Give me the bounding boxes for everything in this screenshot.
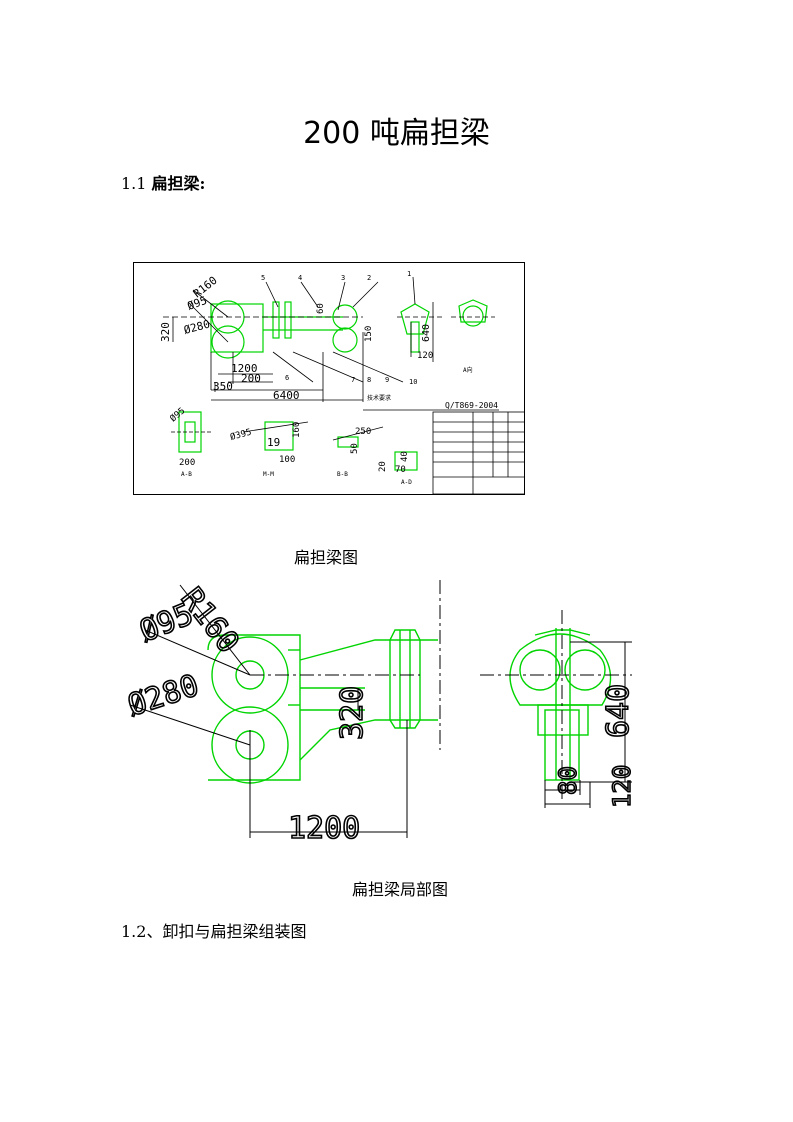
fig1-note-tech: 技术要求 bbox=[367, 394, 391, 402]
fig1-callout-3: 3 bbox=[341, 274, 345, 282]
figure-1-drawing: 5 4 3 2 1 6 7 8 9 10 R160 Ø95 Ø280 320 6… bbox=[133, 262, 525, 495]
fig1-dim-d95: Ø95 bbox=[186, 294, 209, 313]
fig2-dim-320: 320 bbox=[335, 686, 370, 740]
fig1-dim-6400: 6400 bbox=[273, 389, 300, 402]
fig2-dim-640: 640 bbox=[601, 684, 636, 738]
fig2-dim-80: 80 bbox=[554, 766, 582, 795]
fig1-dim-350: 350 bbox=[213, 380, 233, 393]
fig1-dim-160: 160 bbox=[292, 422, 302, 438]
fig1-dim-200: 200 bbox=[241, 372, 261, 385]
fig1-dim-40: 40 bbox=[400, 451, 410, 462]
fig1-callout-4: 4 bbox=[298, 274, 302, 282]
fig1-dim-19: 19 bbox=[267, 436, 280, 449]
fig1-callout-7: 7 bbox=[351, 376, 355, 384]
fig1-callout-10: 10 bbox=[409, 378, 417, 386]
section-1-label: 扁担梁: bbox=[151, 174, 206, 193]
fig1-dim-250: 250 bbox=[355, 427, 371, 437]
fig1-callout-8: 8 bbox=[367, 376, 371, 384]
section-1-number: 1.1 bbox=[121, 174, 147, 193]
fig1-dim-70: 70 bbox=[395, 465, 406, 475]
fig1-dim-640: 640 bbox=[421, 324, 432, 342]
fig1-dim-20: 20 bbox=[378, 461, 388, 472]
fig1-callout-6: 6 bbox=[285, 374, 289, 382]
section-1-heading: 1.1 扁担梁: bbox=[121, 170, 205, 194]
fig1-view-mm: M-M bbox=[263, 471, 274, 478]
figure-2-caption: 扁担梁局部图 bbox=[351, 880, 448, 899]
fig1-callout-9: 9 bbox=[385, 376, 389, 384]
fig1-callout-1: 1 bbox=[407, 270, 411, 278]
fig1-dim-200-b: 200 bbox=[179, 458, 195, 468]
fig1-view-ab: A-B bbox=[181, 471, 192, 478]
fig1-note-standard: Q/T869-2004 bbox=[445, 401, 498, 410]
fig1-callout-2: 2 bbox=[367, 274, 371, 282]
fig1-view-ad: A-D bbox=[401, 479, 412, 486]
fig2-dim-120: 120 bbox=[608, 765, 636, 808]
figure-1-caption: 扁担梁图 bbox=[293, 548, 358, 567]
section-2-heading: 1.2、卸扣与扁担梁组装图 bbox=[121, 922, 307, 941]
fig1-dim-d395: Ø395 bbox=[229, 427, 253, 443]
fig1-dim-320: 320 bbox=[159, 322, 172, 342]
fig1-callout-5: 5 bbox=[261, 274, 265, 282]
fig1-view-bb: B-B bbox=[337, 471, 348, 478]
document-title: 200 吨扁担梁 bbox=[303, 116, 490, 151]
fig2-dim-1200: 1200 bbox=[288, 811, 360, 845]
fig1-dim-50: 50 bbox=[350, 443, 360, 454]
fig1-dim-100: 100 bbox=[279, 455, 295, 465]
fig1-dim-150: 150 bbox=[364, 326, 374, 342]
fig1-dim-120: 120 bbox=[417, 351, 433, 361]
fig2-dim-d280: Ø280 bbox=[124, 668, 204, 724]
fig1-dim-60: 60 bbox=[316, 303, 326, 314]
fig1-view-a: A向 bbox=[463, 366, 473, 374]
figure-2-drawing: R160 Ø95 Ø280 320 1200 640 80 120 bbox=[123, 580, 637, 845]
fig1-dim-1200: 1200 bbox=[231, 362, 258, 375]
